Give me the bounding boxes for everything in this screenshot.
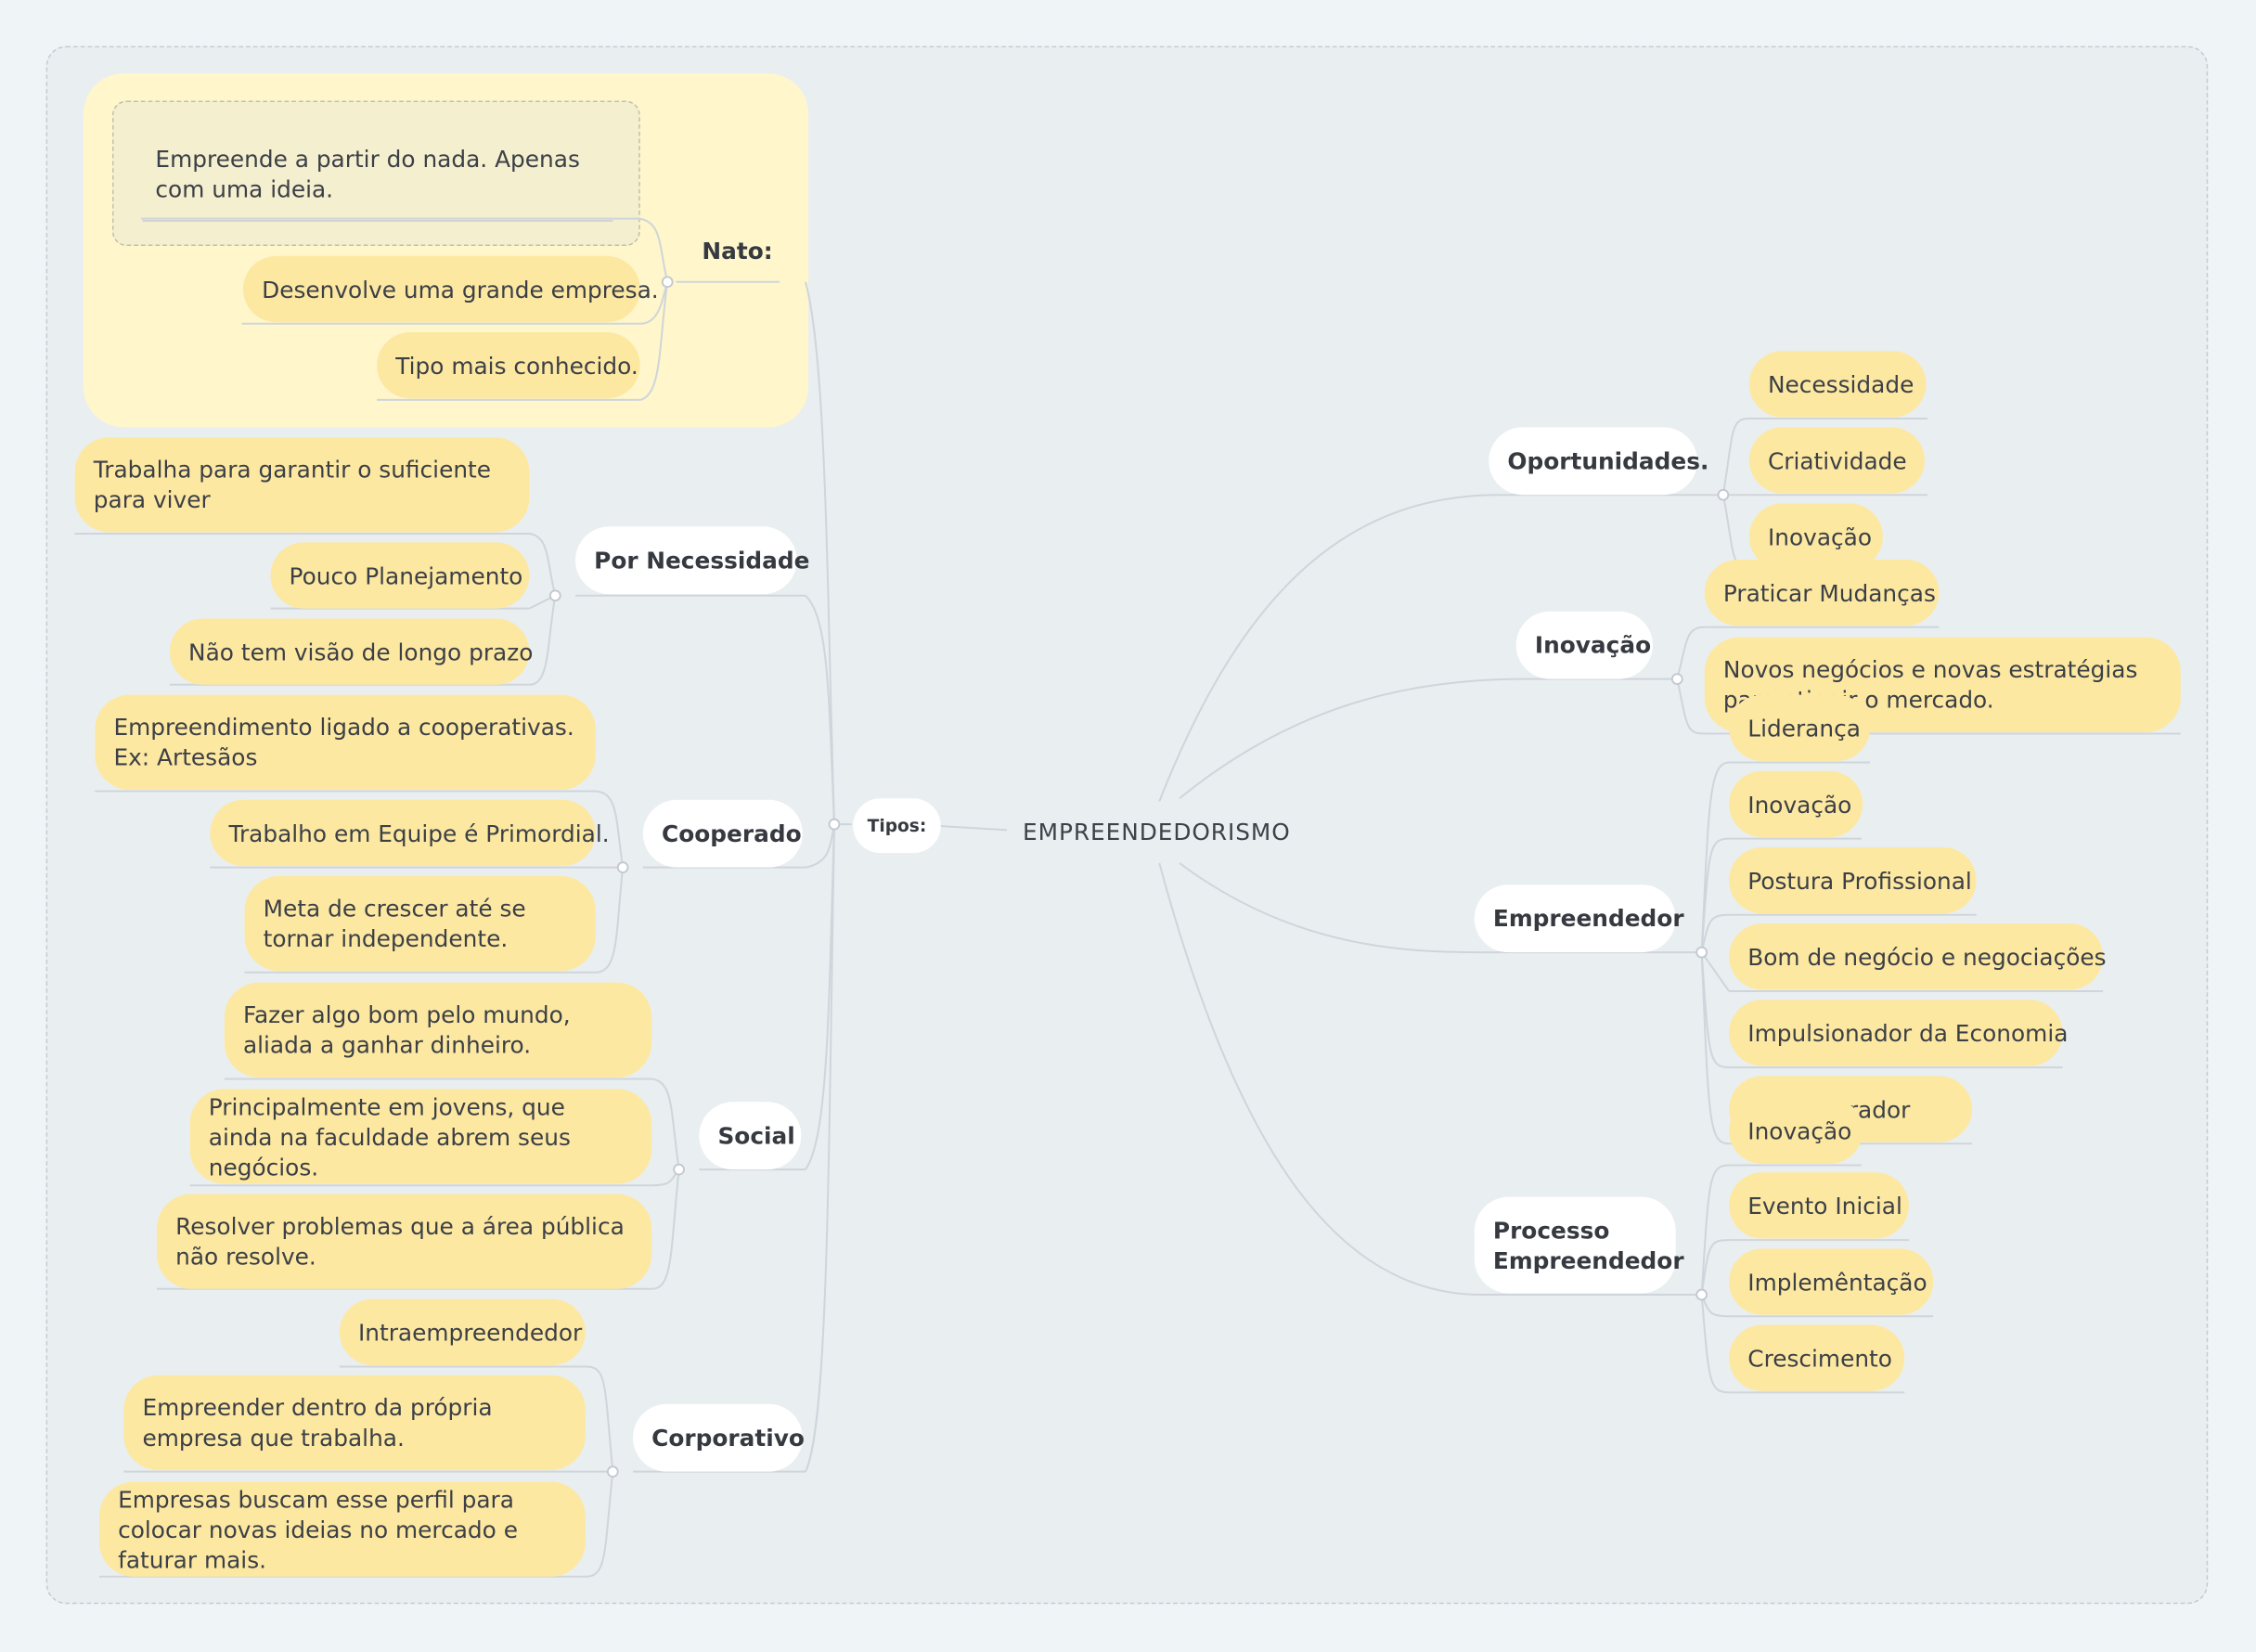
social-item-1[interactable]: Fazer algo bom pelo mundo, aliada a ganh… xyxy=(224,982,652,1078)
central-topic[interactable]: EMPREENDEDORISMO xyxy=(1023,818,1291,845)
cooperado-item-1[interactable]: Empreendimento ligado a cooperativas. Ex… xyxy=(95,694,596,790)
cooperado-item-3[interactable]: Meta de crescer até se tornar independen… xyxy=(244,875,596,972)
cooperado-item-2[interactable]: Trabalho em Equipe é Primordial. xyxy=(210,799,610,867)
empreendedor-item-3[interactable]: Postura Profissional xyxy=(1729,846,1977,914)
note-underline xyxy=(142,220,613,222)
empreendedor-item-4[interactable]: Bom de negócio e negociações xyxy=(1729,923,2107,990)
nato-item-1[interactable]: Empreende a partir do nada. Apenas com u… xyxy=(155,145,580,203)
necessidade-item-2[interactable]: Pouco Planejamento xyxy=(270,542,530,609)
branch-oportunidades[interactable]: Oportunidades. xyxy=(1489,427,1708,496)
empreendedor-item-2[interactable]: Inovação xyxy=(1729,770,1863,838)
branch-cooperado[interactable]: Cooperado xyxy=(642,799,803,868)
empreendedor-item-7[interactable]: Inovação xyxy=(1729,1097,1863,1164)
corporativo-item-3[interactable]: Empresas buscam esse perfil para colocar… xyxy=(98,1481,586,1577)
nato-note-card[interactable] xyxy=(111,100,640,247)
nato-item-3[interactable]: Tipo mais conhecido. xyxy=(377,332,640,399)
empreendedor-item-5[interactable]: Impulsionador da Economia xyxy=(1729,1000,2068,1066)
oportunidades-item-3[interactable]: Inovação xyxy=(1748,503,1883,570)
branch-social[interactable]: Social xyxy=(699,1102,802,1170)
social-item-3[interactable]: Resolver problemas que a área pública nã… xyxy=(156,1194,652,1289)
oportunidades-item-1[interactable]: Necessidade xyxy=(1748,351,1927,418)
branch-processo-empreendedor[interactable]: Processo Empreendedor xyxy=(1474,1196,1684,1294)
necessidade-item-1[interactable]: Trabalha para garantir o suficiente para… xyxy=(74,437,530,533)
corporativo-item-1[interactable]: Intraempreendedor xyxy=(339,1298,586,1365)
nato-item-2[interactable]: Desenvolve uma grande empresa. xyxy=(242,255,659,323)
branch-corporativo[interactable]: Corporativo xyxy=(633,1403,805,1472)
processo-item-1[interactable]: Evento Inicial xyxy=(1729,1172,1909,1239)
processo-item-2[interactable]: Implemêntação xyxy=(1729,1248,1934,1315)
processo-item-3[interactable]: Crescimento xyxy=(1729,1324,1905,1391)
social-item-2[interactable]: Principalmente em jovens, que ainda na f… xyxy=(189,1089,652,1184)
necessidade-item-3[interactable]: Não tem visão de longo prazo xyxy=(169,618,533,685)
branch-por-necessidade[interactable]: Por Necessidade xyxy=(575,526,809,595)
branch-empreendedor[interactable]: Empreendedor xyxy=(1474,884,1684,953)
branch-inovacao[interactable]: Inovação xyxy=(1515,611,1653,679)
branch-nato[interactable]: Nato: xyxy=(702,236,773,265)
oportunidades-item-2[interactable]: Criatividade xyxy=(1748,427,1925,494)
branch-tipos[interactable]: Tipos: xyxy=(853,798,941,854)
empreendedor-item-1[interactable]: Liderança xyxy=(1729,694,1870,761)
corporativo-item-2[interactable]: Empreender dentro da própria empresa que… xyxy=(123,1375,586,1471)
inovacao-item-1[interactable]: Praticar Mudanças xyxy=(1704,559,1940,626)
